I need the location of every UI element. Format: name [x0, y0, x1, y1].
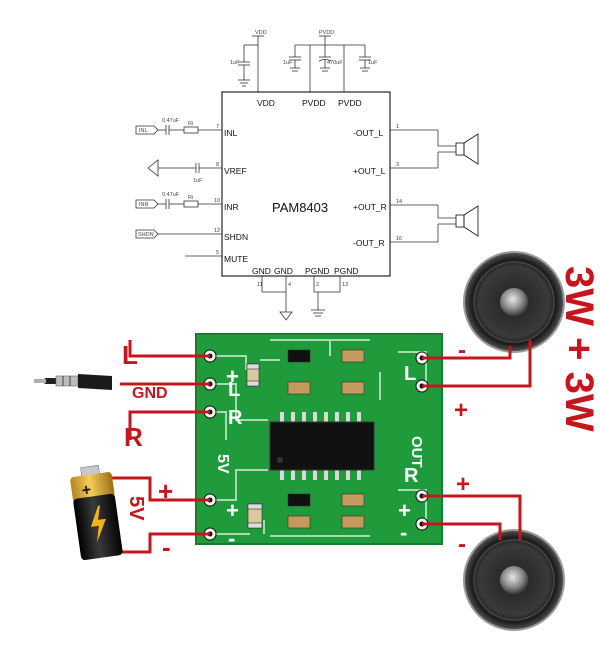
pin-num-gnd-2: 4 — [288, 282, 291, 288]
cap-label-vdd: 1uF — [230, 60, 240, 66]
pin-num-mute: 5 — [216, 250, 219, 256]
pin-num-out-l-pos: 3 — [396, 162, 399, 168]
schematic-labels: PAM8403 VDD PVDD PVDD VDD PVDD INL VREF … — [138, 30, 402, 288]
input-shdn: SHDN — [138, 232, 154, 238]
cap-label-inr: 0.47uF — [162, 192, 180, 198]
pin-num-out-r-neg: 16 — [396, 236, 402, 242]
pin-inl: INL — [224, 128, 238, 138]
cap-label-inl: 0.47uF — [162, 118, 180, 124]
wiring-plus-bottom: + — [456, 471, 470, 498]
cap-label-pvdd-1: 1uF — [283, 60, 293, 66]
pin-out-r-pos: +OUT_R — [353, 202, 387, 212]
pin-num-shdn: 12 — [214, 228, 220, 234]
audio-jack — [34, 374, 112, 390]
wiring-labels: L R GND + - 5V - + + - 3W + 3W — [122, 266, 600, 562]
pin-vdd: VDD — [257, 98, 275, 108]
pin-pgnd-2: PGND — [334, 266, 359, 276]
pin-num-out-l-neg: 1 — [396, 124, 399, 130]
pin-num-out-r-pos: 14 — [396, 199, 402, 205]
pin-shdn: SHDN — [224, 232, 248, 242]
pin-pvdd-2: PVDD — [338, 98, 362, 108]
board-label-out-r: R — [404, 465, 419, 487]
pam8403-chip-outline — [221, 91, 391, 277]
wiring-minus-supply: - — [162, 532, 171, 562]
red-wires — [112, 340, 532, 554]
pin-num-inr: 10 — [214, 198, 220, 204]
rail-vdd: VDD — [255, 30, 267, 36]
rail-pvdd: PVDD — [319, 30, 334, 36]
pam8403-ic — [269, 412, 375, 480]
board-plus-supply: + — [226, 498, 239, 523]
pin-vref: VREF — [224, 166, 247, 176]
speaker-top — [463, 251, 565, 353]
board-plus-out: + — [398, 498, 411, 523]
wiring-label-r: R — [124, 422, 143, 452]
pin-inr: INR — [224, 202, 239, 212]
cap-label-bulk: 470uF — [327, 60, 343, 66]
wiring-plus-top: + — [454, 397, 468, 424]
board-label-5v: 5V — [214, 454, 231, 474]
pin-out-l-pos: +OUT_L — [353, 166, 386, 176]
pin-gnd-2: GND — [274, 266, 293, 276]
wiring-label-gnd: GND — [132, 385, 168, 402]
wiring-plus-supply: + — [158, 476, 173, 506]
wiring-minus-bottom: - — [458, 531, 466, 558]
chip-name: PAM8403 — [272, 200, 328, 215]
board-plus-top: + — [226, 364, 239, 389]
board-minus-out: - — [400, 520, 407, 545]
pin-num-gnd-1: 11 — [257, 282, 263, 288]
pin-gnd-1: GND — [252, 266, 271, 276]
pin-pgnd-1: PGND — [305, 266, 330, 276]
board-label-out-l: L — [404, 363, 416, 385]
board-label-r: R — [228, 407, 243, 429]
pin-num-vref: 8 — [216, 162, 219, 168]
schematic — [135, 35, 479, 321]
pin-num-pgnd-2: 13 — [342, 282, 348, 288]
svg-text:+: + — [81, 482, 93, 500]
board-label-out: OUT — [408, 436, 425, 468]
wiring-label-l: L — [122, 340, 138, 370]
cap-label-vref: 1uF — [193, 178, 203, 184]
wiring-label-5v: 5V — [125, 496, 147, 521]
pin-mute: MUTE — [224, 254, 248, 264]
board-minus-supply: - — [228, 526, 235, 551]
cap-label-pvdd-2: 1uF — [368, 60, 378, 66]
power-rating: 3W + 3W — [557, 266, 600, 432]
pin-num-inl: 7 — [216, 124, 219, 130]
input-inr: INR — [139, 202, 149, 208]
pin-out-r-neg: -OUT_R — [353, 238, 385, 248]
pin-num-pgnd-1: 2 — [316, 282, 319, 288]
battery: + — [70, 464, 123, 561]
resistor-label-inr: Ri — [188, 195, 193, 201]
pcb-silkscreen: L R + 5V + - OUT L R + - — [214, 363, 425, 551]
speaker-bottom — [463, 529, 565, 631]
pin-out-l-neg: -OUT_L — [353, 128, 384, 138]
input-inl: INL — [139, 128, 148, 134]
wiring-minus-top: - — [458, 337, 466, 364]
resistor-label-inl: Ri — [188, 121, 193, 127]
board-label-l: L — [228, 379, 240, 401]
pin-pvdd-1: PVDD — [302, 98, 326, 108]
